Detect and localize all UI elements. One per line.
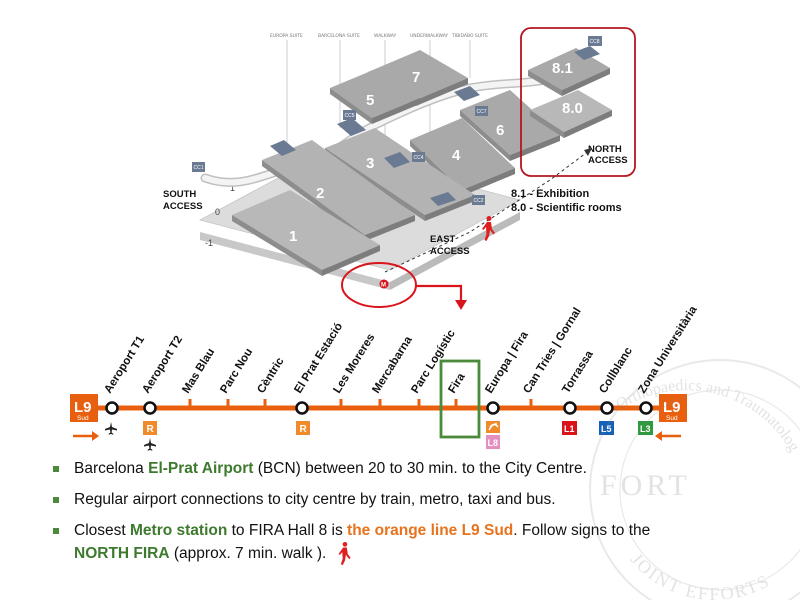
connection-r-elprat: R: [296, 421, 310, 435]
station-marker: [143, 401, 157, 415]
hall-7-number: 7: [412, 69, 420, 86]
north-access-label-2: ACCESS: [588, 155, 628, 166]
hall-80-number: 8.0: [562, 100, 583, 117]
connection-airplane-t1: [104, 421, 118, 435]
hall-5: 5: [330, 68, 420, 124]
hall-81-number: 8.1: [552, 60, 573, 77]
connection-r-t2: R: [143, 421, 157, 435]
station-marker: [639, 401, 653, 415]
north-access-label-1: NORTH: [588, 144, 622, 155]
hall-5-number: 5: [366, 92, 374, 109]
station-name: Mercabarna: [370, 334, 415, 396]
station-name: Fira: [446, 371, 468, 396]
north-fira-highlight: NORTH FIRA: [74, 545, 170, 563]
hall-6-number: 6: [496, 122, 504, 139]
pedestrian-icon: [338, 542, 351, 566]
legend-exhibition: 8.1 - Exhibition: [511, 188, 590, 200]
svg-text:R: R: [147, 424, 155, 435]
metro-station-highlight-text: Metro station: [130, 522, 228, 539]
svg-text:L5: L5: [601, 424, 612, 434]
hall-4-number: 4: [452, 147, 461, 164]
cc7-tag: CC7: [477, 109, 487, 115]
station-name: Cèntric: [255, 355, 286, 395]
east-access-label-1: EAST: [430, 234, 456, 245]
orange-line-highlight: the orange line L9 Sud: [347, 522, 514, 539]
arrow-right-icon: [73, 431, 99, 441]
l9-badge-right-line: L9: [663, 399, 681, 416]
cc1-tag: CC1: [194, 165, 204, 171]
arrow-left-icon: [655, 431, 681, 441]
suite-label-underwalkway: UNDERWALKWAY: [410, 33, 448, 39]
suite-label-tibidabo: TIBIDABO SUITE: [451, 33, 488, 39]
cc5-tag: CC5: [345, 113, 355, 119]
station-marker: [600, 401, 614, 415]
level-0-label: 0: [215, 207, 220, 217]
south-access-label-1: SOUTH: [163, 189, 196, 200]
pedestrian-icon: [482, 216, 495, 241]
airplane-icon: [105, 422, 117, 435]
station-marker: [105, 401, 119, 415]
congress-centre-tags: CC1 CC2 CC4 CC5 CC7 CC8: [192, 36, 602, 205]
station-name: Parc Nou: [218, 346, 255, 395]
bullet-marker: [53, 528, 59, 534]
airplane-icon: [144, 438, 156, 451]
hall-2-number: 2: [316, 185, 324, 202]
station-name: Aeroport T2: [140, 334, 185, 396]
connection-l1-torrassa: L1: [562, 421, 577, 435]
east-access-label-2: ACCESS: [430, 246, 470, 257]
station-name: Collblanc: [597, 345, 635, 396]
cc8-tag: CC8: [590, 39, 600, 45]
svg-text:M: M: [381, 283, 386, 289]
station-name: Mas Blau: [180, 346, 217, 395]
hall-8-callout: 8.1 8.0 NORTH ACCESS: [520, 27, 636, 177]
l9-badge-left-sub: Sud: [77, 415, 89, 422]
l9-badge-left-line: L9: [74, 399, 92, 416]
cc2-tag: CC2: [474, 198, 484, 204]
suite-label-walkway: WALKWAY: [374, 33, 397, 39]
station-marker: [486, 401, 500, 415]
fgc-icon: [488, 423, 499, 431]
svg-text:L3: L3: [640, 424, 651, 434]
hall-3: 3: [325, 128, 475, 221]
suite-label-europa: EUROPA SUITE: [270, 33, 303, 39]
airport-highlight: El-Prat Airport: [148, 460, 254, 477]
venue-map: EUROPA SUITE BARCELONA SUITE WALKWAY UND…: [163, 27, 636, 310]
south-access-label-2: ACCESS: [163, 201, 203, 212]
connection-l3-zona: L3: [638, 421, 653, 435]
metro-logo-icon: M: [379, 279, 389, 289]
svg-text:R: R: [300, 424, 308, 435]
connection-fgc-europa: [486, 421, 500, 433]
l9-badge-right: L9 Sud: [659, 394, 687, 422]
station-name: Zona Universitària: [636, 304, 700, 396]
station-name: Les Moreres: [331, 332, 377, 396]
legend-scientific-rooms: 8.0 - Scientific rooms: [511, 202, 622, 214]
connection-l5-collblanc: L5: [599, 421, 614, 435]
level-1-label: 1: [230, 183, 235, 193]
connection-l8-europa: L8: [486, 435, 500, 449]
hall-3-number: 3: [366, 155, 374, 172]
bullet-airport: Barcelona El-Prat Airport (BCN) between …: [48, 458, 778, 480]
level-minus1-label: -1: [205, 238, 213, 248]
bullet-marker: [53, 466, 59, 472]
bullet-marker: [53, 497, 59, 503]
station-name: Aeroport T1: [102, 333, 147, 395]
cc4-tag: CC4: [414, 155, 424, 161]
suite-label-barcelona: BARCELONA SUITE: [318, 33, 360, 39]
bullet-connections: Regular airport connections to city cent…: [48, 489, 778, 511]
bullet-metro: Closest Metro station to FIRA Hall 8 is …: [48, 520, 778, 566]
station-name: Torrassa: [560, 348, 596, 395]
svg-text:L8: L8: [488, 438, 499, 448]
station-marker: [563, 401, 577, 415]
svg-text:L1: L1: [564, 424, 575, 434]
info-bullets: Barcelona El-Prat Airport (BCN) between …: [48, 458, 778, 575]
connection-airplane-t2: [144, 438, 156, 451]
fira-station-highlight: [439, 359, 481, 439]
l9-badge-right-sub: Sud: [666, 415, 678, 422]
hall-1: 1: [232, 190, 380, 276]
l9-badge-left: L9 Sud: [70, 394, 98, 422]
station-marker: [295, 401, 309, 415]
hall-1-number: 1: [289, 228, 297, 245]
